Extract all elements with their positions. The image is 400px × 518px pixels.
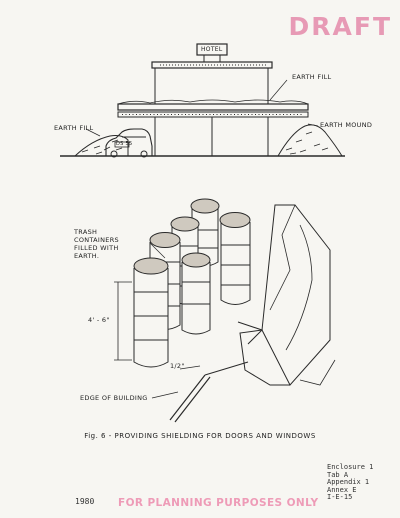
enclosure-reference: Enclosure 1 Tab A Appendix 1 Annex E I-E… (327, 463, 374, 502)
shielding-illustration (60, 43, 345, 423)
car (105, 128, 153, 157)
hotel-sign-label: HOTEL (201, 46, 223, 53)
earth-fill-left (74, 135, 129, 157)
trash-containers (133, 198, 251, 368)
car-plate-label: DS 55 (116, 141, 133, 147)
document-year: 1980 (75, 497, 95, 506)
planning-purposes-stamp: FOR PLANNING PURPOSES ONLY (118, 497, 319, 509)
edge-of-building-label: EDGE OF BUILDING (80, 394, 148, 402)
earth-mound-right (277, 124, 343, 157)
height-dimension-label: 4' - 6" (88, 316, 110, 324)
appendix-line: Appendix 1 (327, 478, 370, 487)
lower-slab (117, 111, 309, 118)
floor-slab (117, 103, 309, 111)
earth-fill-roof-label: EARTH FILL (292, 73, 332, 81)
enclosure-line: Enclosure 1 (327, 463, 374, 471)
draft-stamp: DRAFT (288, 12, 392, 41)
tab-line: Tab A (327, 470, 349, 479)
hotel-sign-box (196, 43, 228, 56)
gap-dimension-label: 1/2" (170, 362, 185, 370)
roof-slab (151, 61, 273, 69)
figure-caption: Fig. 6 - PROVIDING SHIELDING FOR DOORS A… (84, 432, 316, 440)
annex-line: Annex E (327, 485, 357, 494)
earth-fill-left-label: EARTH FILL (54, 124, 94, 132)
building-wall (261, 204, 331, 386)
page-number: I-E-15 (327, 493, 353, 502)
trash-containers-label: TRASH CONTAINERS FILLED WITH EARTH. (74, 228, 119, 260)
earth-mound-label: EARTH MOUND (320, 121, 373, 129)
